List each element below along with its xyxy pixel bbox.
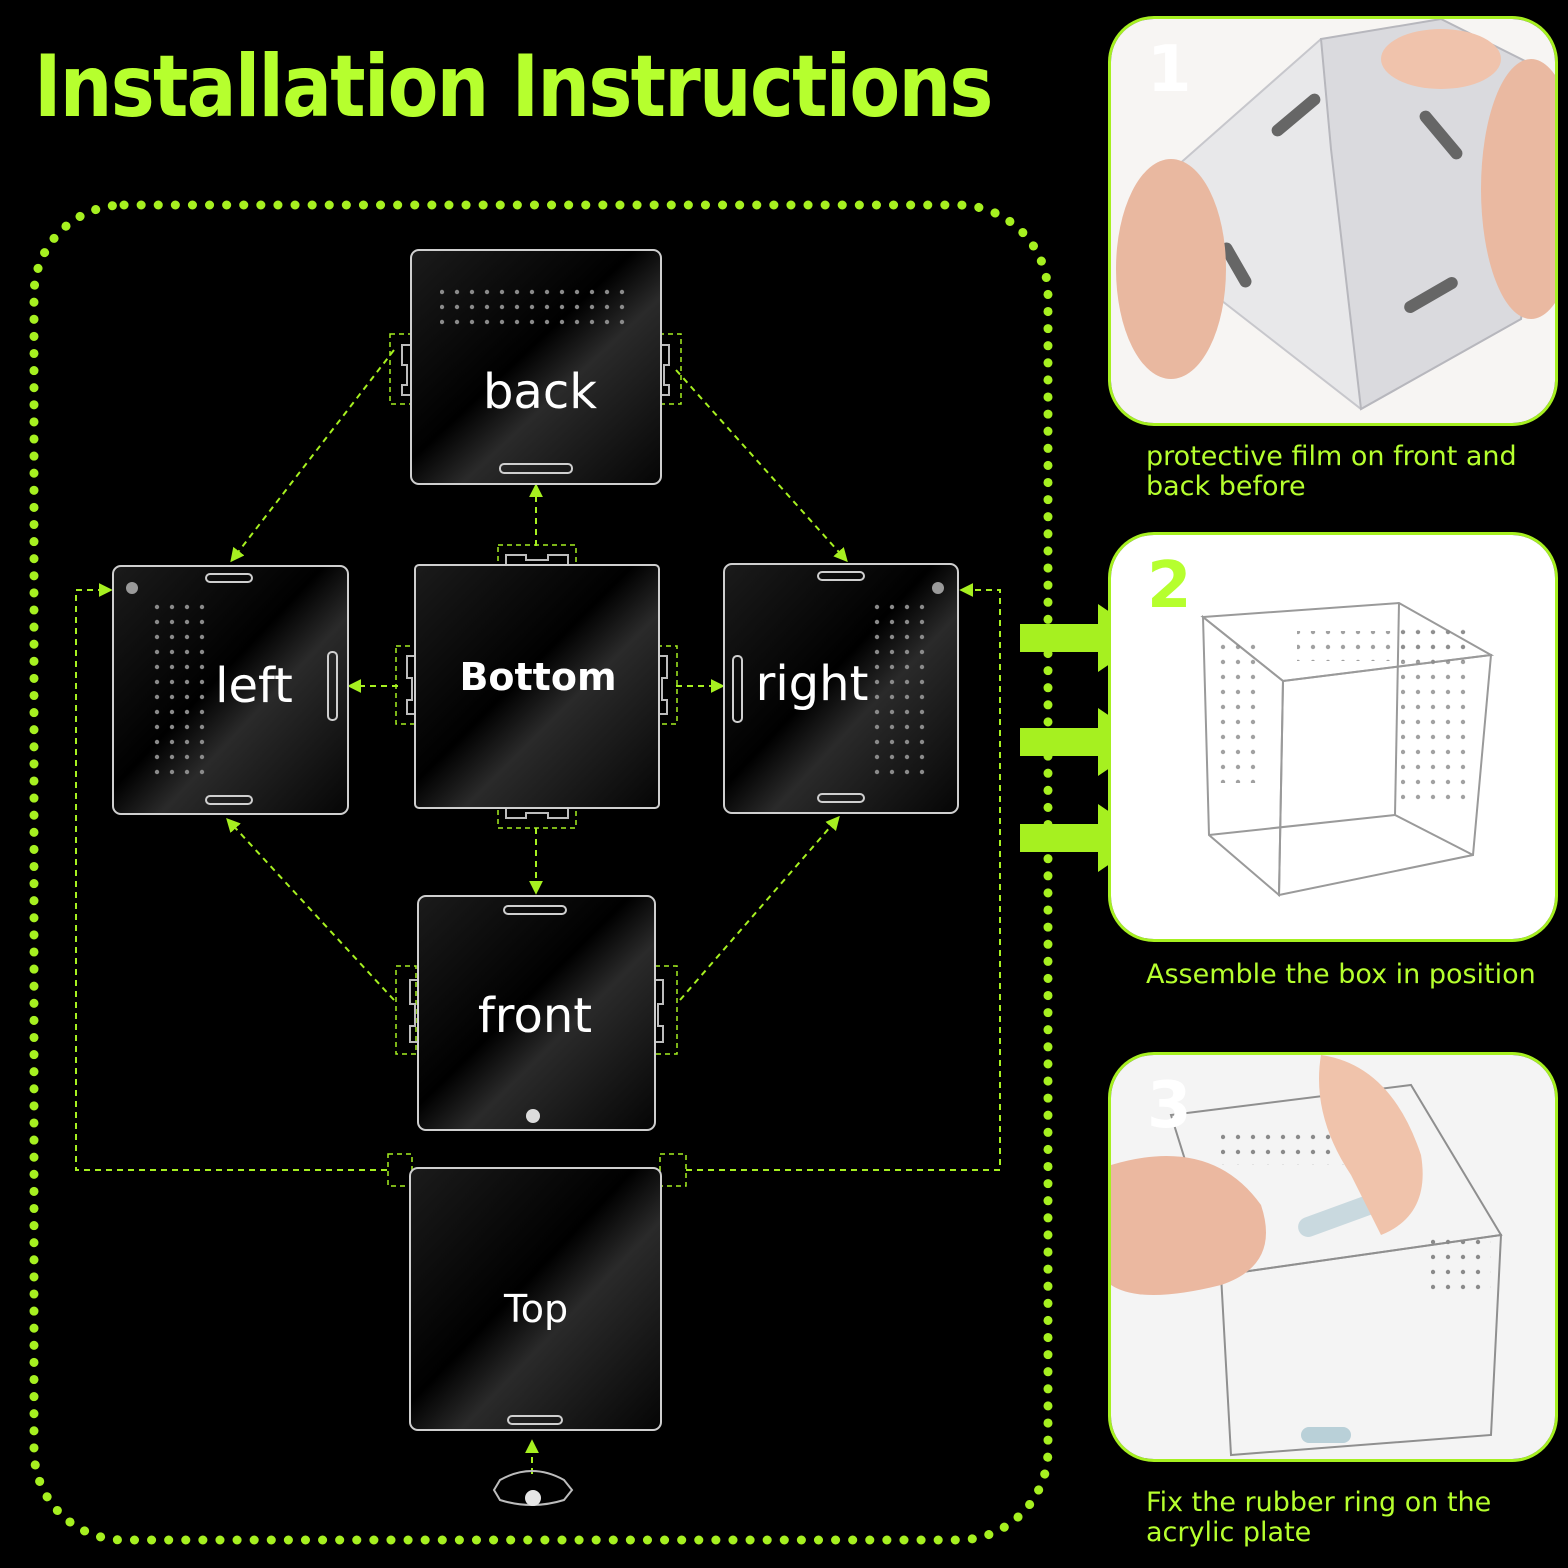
- panel-right: right: [723, 563, 959, 814]
- step-3-number: 3: [1147, 1069, 1192, 1143]
- panel-bottom-label: Bottom: [459, 655, 616, 699]
- dotted-frame: [29, 200, 1053, 1545]
- panel-top: Top: [409, 1167, 662, 1431]
- panel-front-label: front: [478, 988, 592, 1044]
- panel-left: left: [112, 565, 349, 815]
- step-1-number: 1: [1147, 33, 1192, 107]
- step-3-caption: Fix the rubber ring on the acrylic plate: [1146, 1487, 1492, 1548]
- panel-back-label: back: [483, 364, 597, 420]
- step-1-card: 1: [1108, 16, 1558, 426]
- step-2-caption: Assemble the box in position: [1146, 959, 1536, 990]
- page-title: Installation Instructions: [34, 37, 993, 137]
- step-3-card: 3: [1108, 1052, 1558, 1462]
- step-1-caption: protective film on front and back before: [1146, 441, 1517, 502]
- clip-tabs: [401, 344, 670, 1506]
- connector-arrows: [75, 349, 1001, 1474]
- panel-right-label: right: [756, 656, 869, 712]
- panel-top-label: Top: [503, 1287, 568, 1331]
- panel-bottom: Bottom: [414, 564, 660, 809]
- panel-front: front: [417, 895, 656, 1131]
- assembled-box-illustration: [1111, 535, 1555, 939]
- film-peel-illustration: [1111, 19, 1555, 423]
- rubber-ring-icon: [525, 1490, 541, 1506]
- panel-back: back: [410, 249, 662, 485]
- step-2-card: 2: [1108, 532, 1558, 942]
- rubber-ring-illustration: [1111, 1055, 1555, 1459]
- panel-left-label: left: [215, 658, 293, 714]
- step-2-number: 2: [1147, 549, 1192, 623]
